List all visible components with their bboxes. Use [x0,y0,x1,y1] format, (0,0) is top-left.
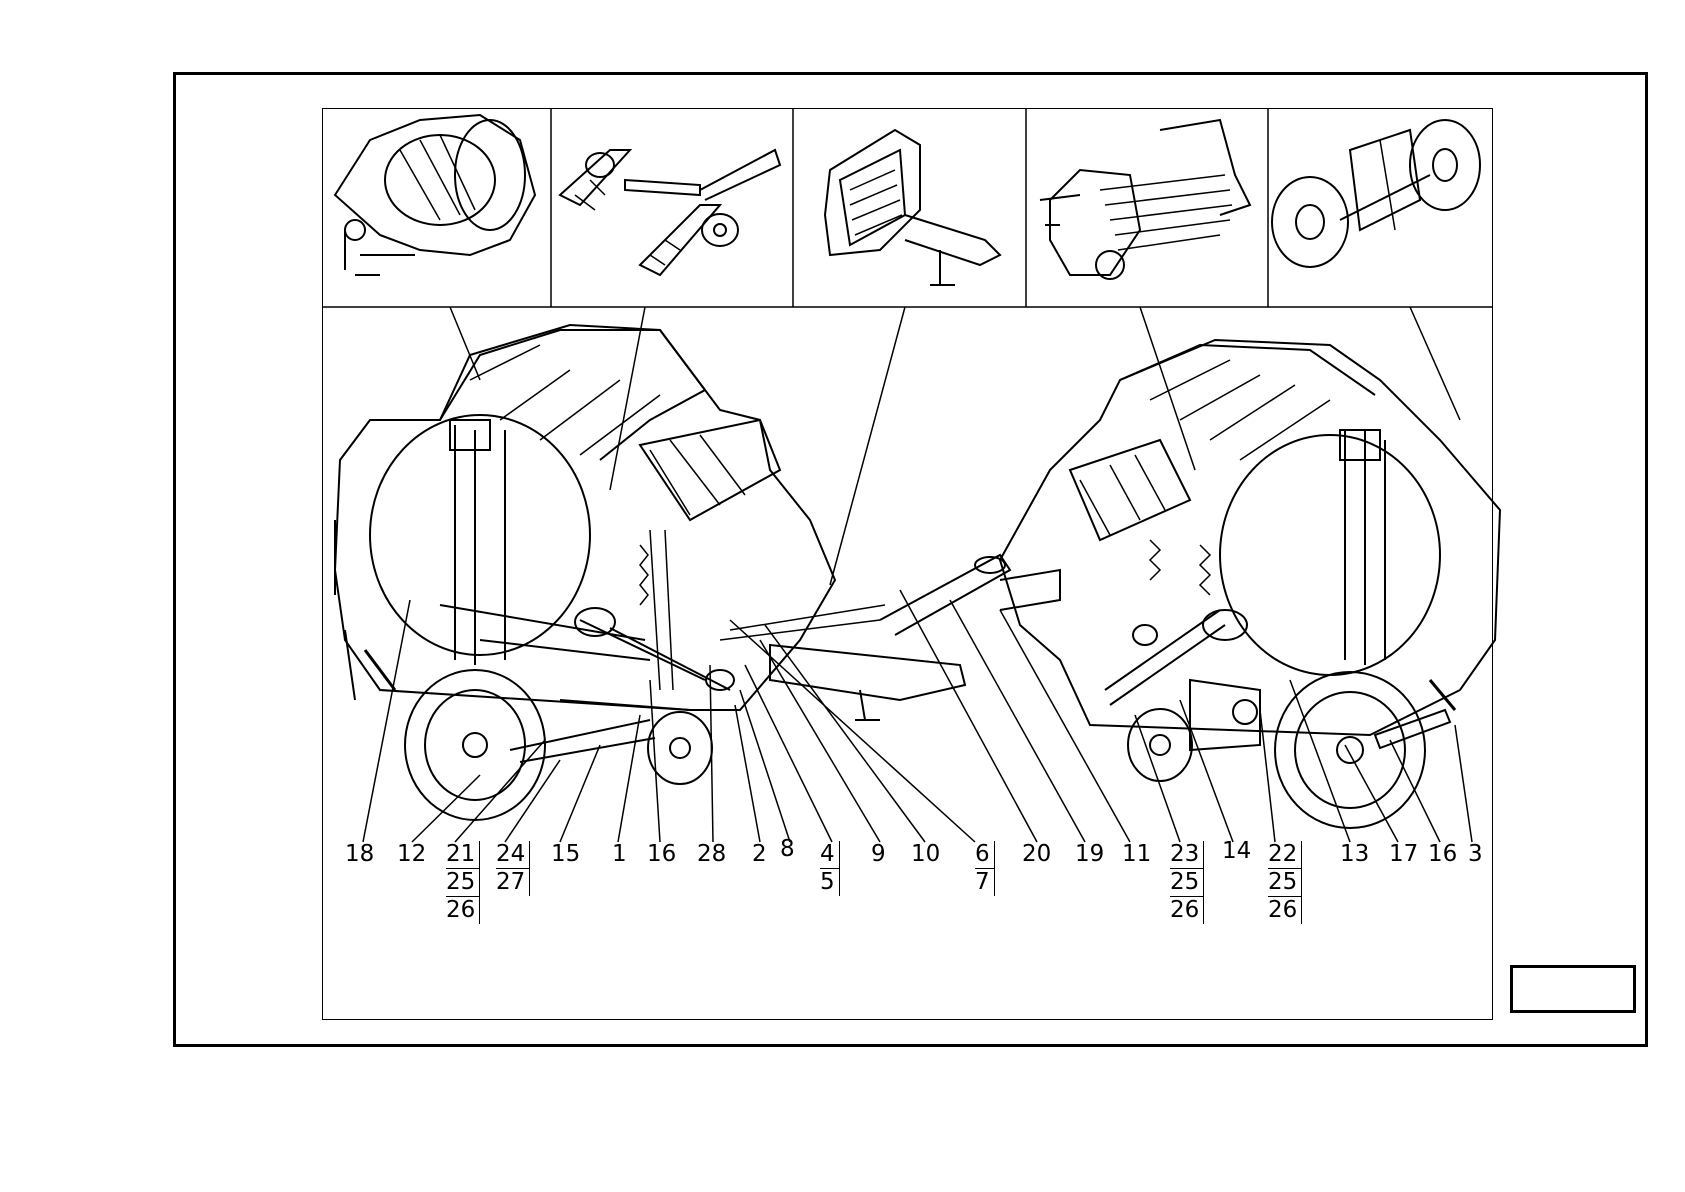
callout-group-6-7: 6 7 [975,841,995,896]
callout-4: 4 [820,841,840,869]
callout-group-22-25-26: 22 25 26 [1268,841,1303,924]
callout-2: 2 [752,841,767,867]
callout-25c: 25 [1268,869,1303,897]
callout-9: 9 [871,841,886,867]
callout-28: 28 [697,841,727,867]
callout-17: 17 [1389,841,1419,867]
callout-10: 10 [911,841,941,867]
roller-assembly-icon [1039,118,1252,280]
callout-18: 18 [345,841,375,867]
inner-frame [322,108,1493,1020]
panel-leader-lines [449,306,1461,586]
callout-group-23-25-26: 23 25 26 [1170,841,1205,924]
callout-26: 26 [446,897,481,924]
drawbar-frame-icon [823,128,1002,286]
callout-12: 12 [397,841,427,867]
callout-1: 1 [612,841,627,867]
detail-panels-row [322,108,1493,308]
callout-23: 23 [1170,841,1205,869]
callout-25: 25 [446,869,481,897]
wheel-axle-icon [1271,119,1481,268]
callout-16: 16 [647,841,677,867]
callout-group-4-5: 4 5 [820,841,840,896]
callout-22: 22 [1268,841,1303,869]
callout-20: 20 [1022,841,1052,867]
right-baler-view [998,338,1502,829]
callout-15: 15 [551,841,581,867]
callout-group-24-27: 24 27 [496,841,531,896]
callout-14: 14 [1222,838,1252,864]
callout-group-21-25-26: 21 25 26 [446,841,481,924]
pickup-reel-icon [333,113,537,276]
callout-26b: 26 [1170,897,1205,924]
callout-5: 5 [820,869,840,896]
callout-3: 3 [1468,841,1483,867]
outer-frame [173,72,1648,1047]
callout-leader-lines [362,589,1473,843]
left-baler-view [333,323,1012,821]
sheet-number-box [1510,965,1636,1013]
callout-7: 7 [975,869,995,896]
callout-13: 13 [1340,841,1370,867]
callout-19: 19 [1075,841,1105,867]
callout-6: 6 [975,841,995,869]
chain-conveyor-icon [558,148,782,277]
callout-27: 27 [496,869,531,896]
callout-8: 8 [780,836,795,862]
callout-24: 24 [496,841,531,869]
callout-16-right: 16 [1428,841,1458,867]
callout-21: 21 [446,841,481,869]
callout-25b: 25 [1170,869,1205,897]
callout-11: 11 [1122,841,1152,867]
callout-26c: 26 [1268,897,1303,924]
